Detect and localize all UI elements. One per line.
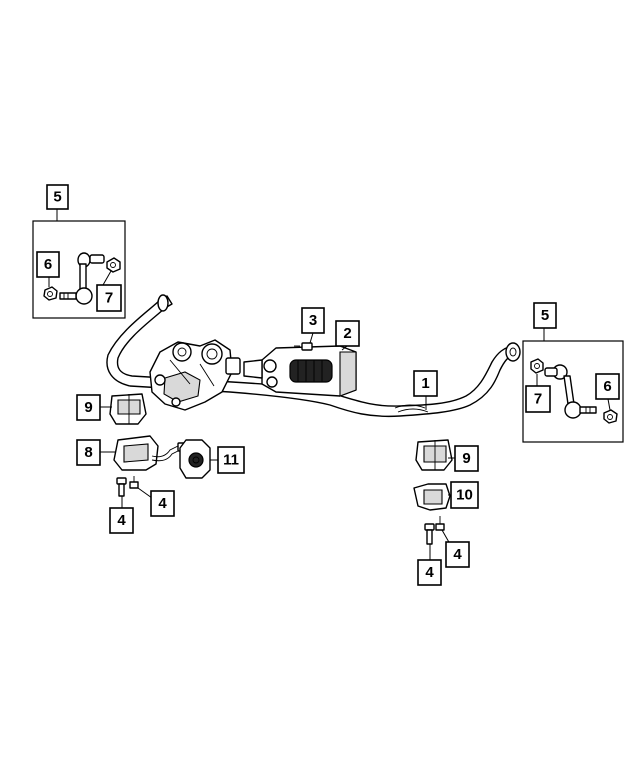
callout-6-right: 6: [595, 373, 620, 400]
mount-part-11[interactable]: [179, 439, 211, 479]
left-link-detail-frame: [32, 220, 126, 319]
callout-4-left-a: 4: [150, 490, 175, 517]
callout-4-right-a-label: 4: [453, 546, 462, 563]
right-bushing-part-9[interactable]: [415, 439, 453, 471]
callout-4-right-b-label: 4: [425, 564, 434, 581]
left-nut-part-7[interactable]: [106, 257, 121, 273]
left-bolt-part-4[interactable]: [116, 477, 127, 497]
right-bolt-part-4[interactable]: [424, 523, 435, 545]
callout-5-left-label: 5: [53, 189, 61, 206]
callout-2: 2: [335, 320, 360, 347]
callout-10: 10: [450, 481, 479, 509]
actuator-assembly[interactable]: [149, 339, 241, 411]
callout-6-left: 6: [36, 251, 60, 278]
callout-11-label: 11: [223, 452, 239, 469]
callout-5-right: 5: [533, 302, 557, 329]
callout-10-label: 10: [456, 487, 473, 504]
callout-7-right: 7: [525, 385, 551, 413]
callout-4-right-a: 4: [445, 541, 470, 568]
callout-4-right-b: 4: [417, 559, 442, 586]
callout-7-left: 7: [96, 284, 122, 312]
callout-6-left-label: 6: [44, 256, 52, 273]
callout-4-left-b: 4: [109, 507, 134, 534]
callout-1: 1: [413, 370, 438, 397]
right-washer-part-4[interactable]: [435, 516, 445, 531]
callout-11: 11: [217, 446, 245, 474]
callout-3-label: 3: [309, 312, 317, 329]
left-stabilizer-link[interactable]: [59, 252, 105, 305]
left-bushing-part-9[interactable]: [109, 393, 147, 425]
left-nut-part-6[interactable]: [43, 286, 58, 301]
callout-5-left: 5: [46, 184, 69, 210]
callout-9-right: 9: [454, 445, 479, 472]
callout-9-left-label: 9: [84, 399, 92, 416]
callout-5-right-label: 5: [541, 307, 549, 324]
callout-1-label: 1: [421, 375, 429, 392]
right-nut-part-7[interactable]: [530, 358, 544, 374]
callout-4-left-b-label: 4: [117, 512, 126, 529]
callout-6-right-label: 6: [603, 378, 611, 395]
callout-8: 8: [76, 439, 101, 466]
callout-2-label: 2: [343, 325, 351, 342]
bolt-part-3[interactable]: [294, 342, 313, 351]
callout-9-right-label: 9: [462, 450, 470, 467]
callout-4-left-a-label: 4: [158, 495, 167, 512]
right-stabilizer-link[interactable]: [544, 364, 597, 419]
leader-lines: [48, 209, 611, 560]
left-washer-part-4[interactable]: [129, 476, 139, 489]
callout-8-label: 8: [84, 444, 92, 461]
left-bracket-part-8[interactable]: [113, 435, 187, 471]
motor-module[interactable]: [243, 345, 357, 397]
right-bracket-part-10[interactable]: [413, 483, 451, 511]
right-link-detail-frame: [522, 340, 624, 443]
callout-9-left: 9: [76, 394, 101, 421]
callout-7-left-label: 7: [105, 290, 113, 307]
callout-7-right-label: 7: [534, 391, 542, 408]
callout-3: 3: [301, 307, 325, 334]
right-nut-part-6[interactable]: [603, 409, 618, 424]
